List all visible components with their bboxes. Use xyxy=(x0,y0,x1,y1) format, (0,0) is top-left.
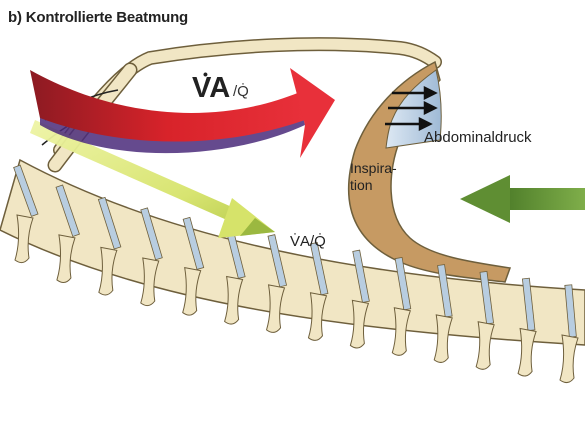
inspiration-line2: tion xyxy=(350,177,410,194)
vertebral-process xyxy=(560,335,578,383)
inspiration-line1: Inspira- xyxy=(350,160,410,177)
figure-title: b) Kontrollierte Beatmung xyxy=(8,9,188,26)
vertebral-process xyxy=(476,322,494,370)
ventilation-symbol: VA xyxy=(192,72,230,104)
diaphragm-push-arrows xyxy=(385,88,435,129)
vertebral-process xyxy=(518,328,536,376)
abdominal-pressure-label: Abdominaldruck xyxy=(424,129,532,146)
vertebral-process xyxy=(434,315,452,363)
inspiration-label: Inspira- tion xyxy=(350,160,410,194)
ventilation-perfusion-denominator: /Q̇ xyxy=(233,83,249,100)
green-arrow xyxy=(460,175,585,223)
ventilation-perfusion-secondary-label: V̇A/Q̇ xyxy=(290,233,326,250)
ventilation-perfusion-main-label: • VA xyxy=(192,72,230,105)
vertebral-process xyxy=(392,308,410,356)
dot-accent: • xyxy=(203,66,208,82)
